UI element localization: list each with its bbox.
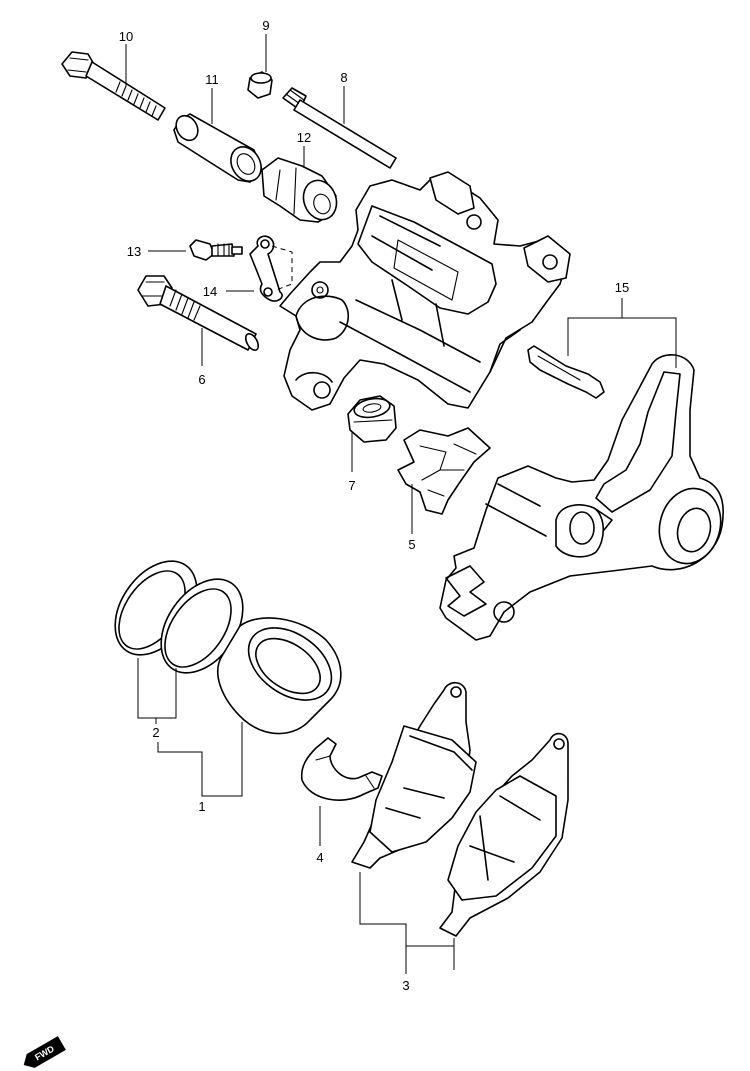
callout-11: 11	[205, 72, 219, 87]
callout-4: 4	[316, 850, 323, 865]
callout-labels: 10 9 8 11 12 13 14 6 7 5 15 2 1 4 3	[119, 18, 629, 993]
caliper-body	[279, 171, 571, 411]
part-6-bolt	[137, 275, 260, 351]
part-8-pin	[282, 87, 397, 169]
callout-3: 3	[402, 978, 409, 993]
callout-7: 7	[348, 478, 355, 493]
part-1-piston	[217, 617, 342, 735]
part-5-pad-spring	[397, 427, 491, 515]
callout-6: 6	[198, 372, 205, 387]
part-13-bleeder	[189, 239, 243, 261]
leader-lines	[125, 34, 677, 974]
callout-1: 1	[198, 799, 205, 814]
callout-14: 14	[203, 284, 217, 299]
part-7-boot	[347, 395, 397, 443]
callout-8: 8	[340, 70, 347, 85]
callout-13: 13	[127, 244, 141, 259]
callout-12: 12	[297, 130, 311, 145]
part-2-seals	[114, 560, 244, 674]
part-12-boot	[261, 157, 338, 223]
callout-15: 15	[615, 280, 629, 295]
part-14-clip	[249, 235, 293, 302]
fwd-arrow-icon	[23, 1036, 66, 1068]
part-9-cap	[247, 71, 273, 99]
part-15-bracket	[439, 345, 724, 641]
fwd-direction-badge: FWD	[23, 1036, 66, 1068]
part-11-sleeve	[173, 113, 263, 183]
callout-9: 9	[262, 18, 269, 33]
part-10-bolt	[61, 51, 166, 121]
part-4-shim	[300, 737, 383, 801]
part-3-pads	[351, 681, 569, 937]
callout-10: 10	[119, 29, 133, 44]
callout-5: 5	[408, 537, 415, 552]
callout-2: 2	[152, 725, 159, 740]
